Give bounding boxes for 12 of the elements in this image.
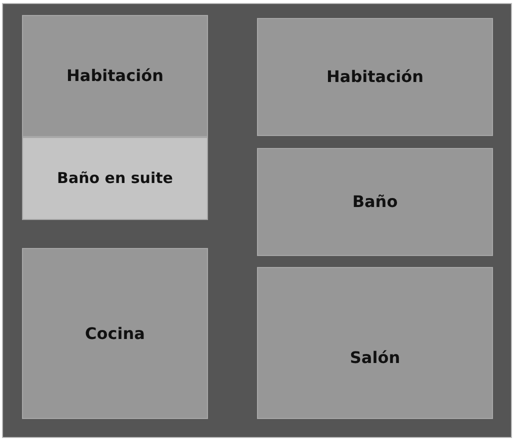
room — [257, 18, 493, 136]
room — [22, 15, 208, 137]
room — [257, 267, 493, 419]
room-label: Baño en suite — [57, 168, 173, 189]
room — [22, 137, 208, 220]
room — [22, 248, 208, 419]
room-label: Habitación — [66, 65, 164, 88]
room-label: Habitación — [326, 66, 424, 88]
room — [257, 148, 493, 256]
room-label: Baño — [352, 191, 398, 214]
room-label: Salón — [350, 347, 400, 370]
room-label: Cocina — [85, 322, 145, 345]
